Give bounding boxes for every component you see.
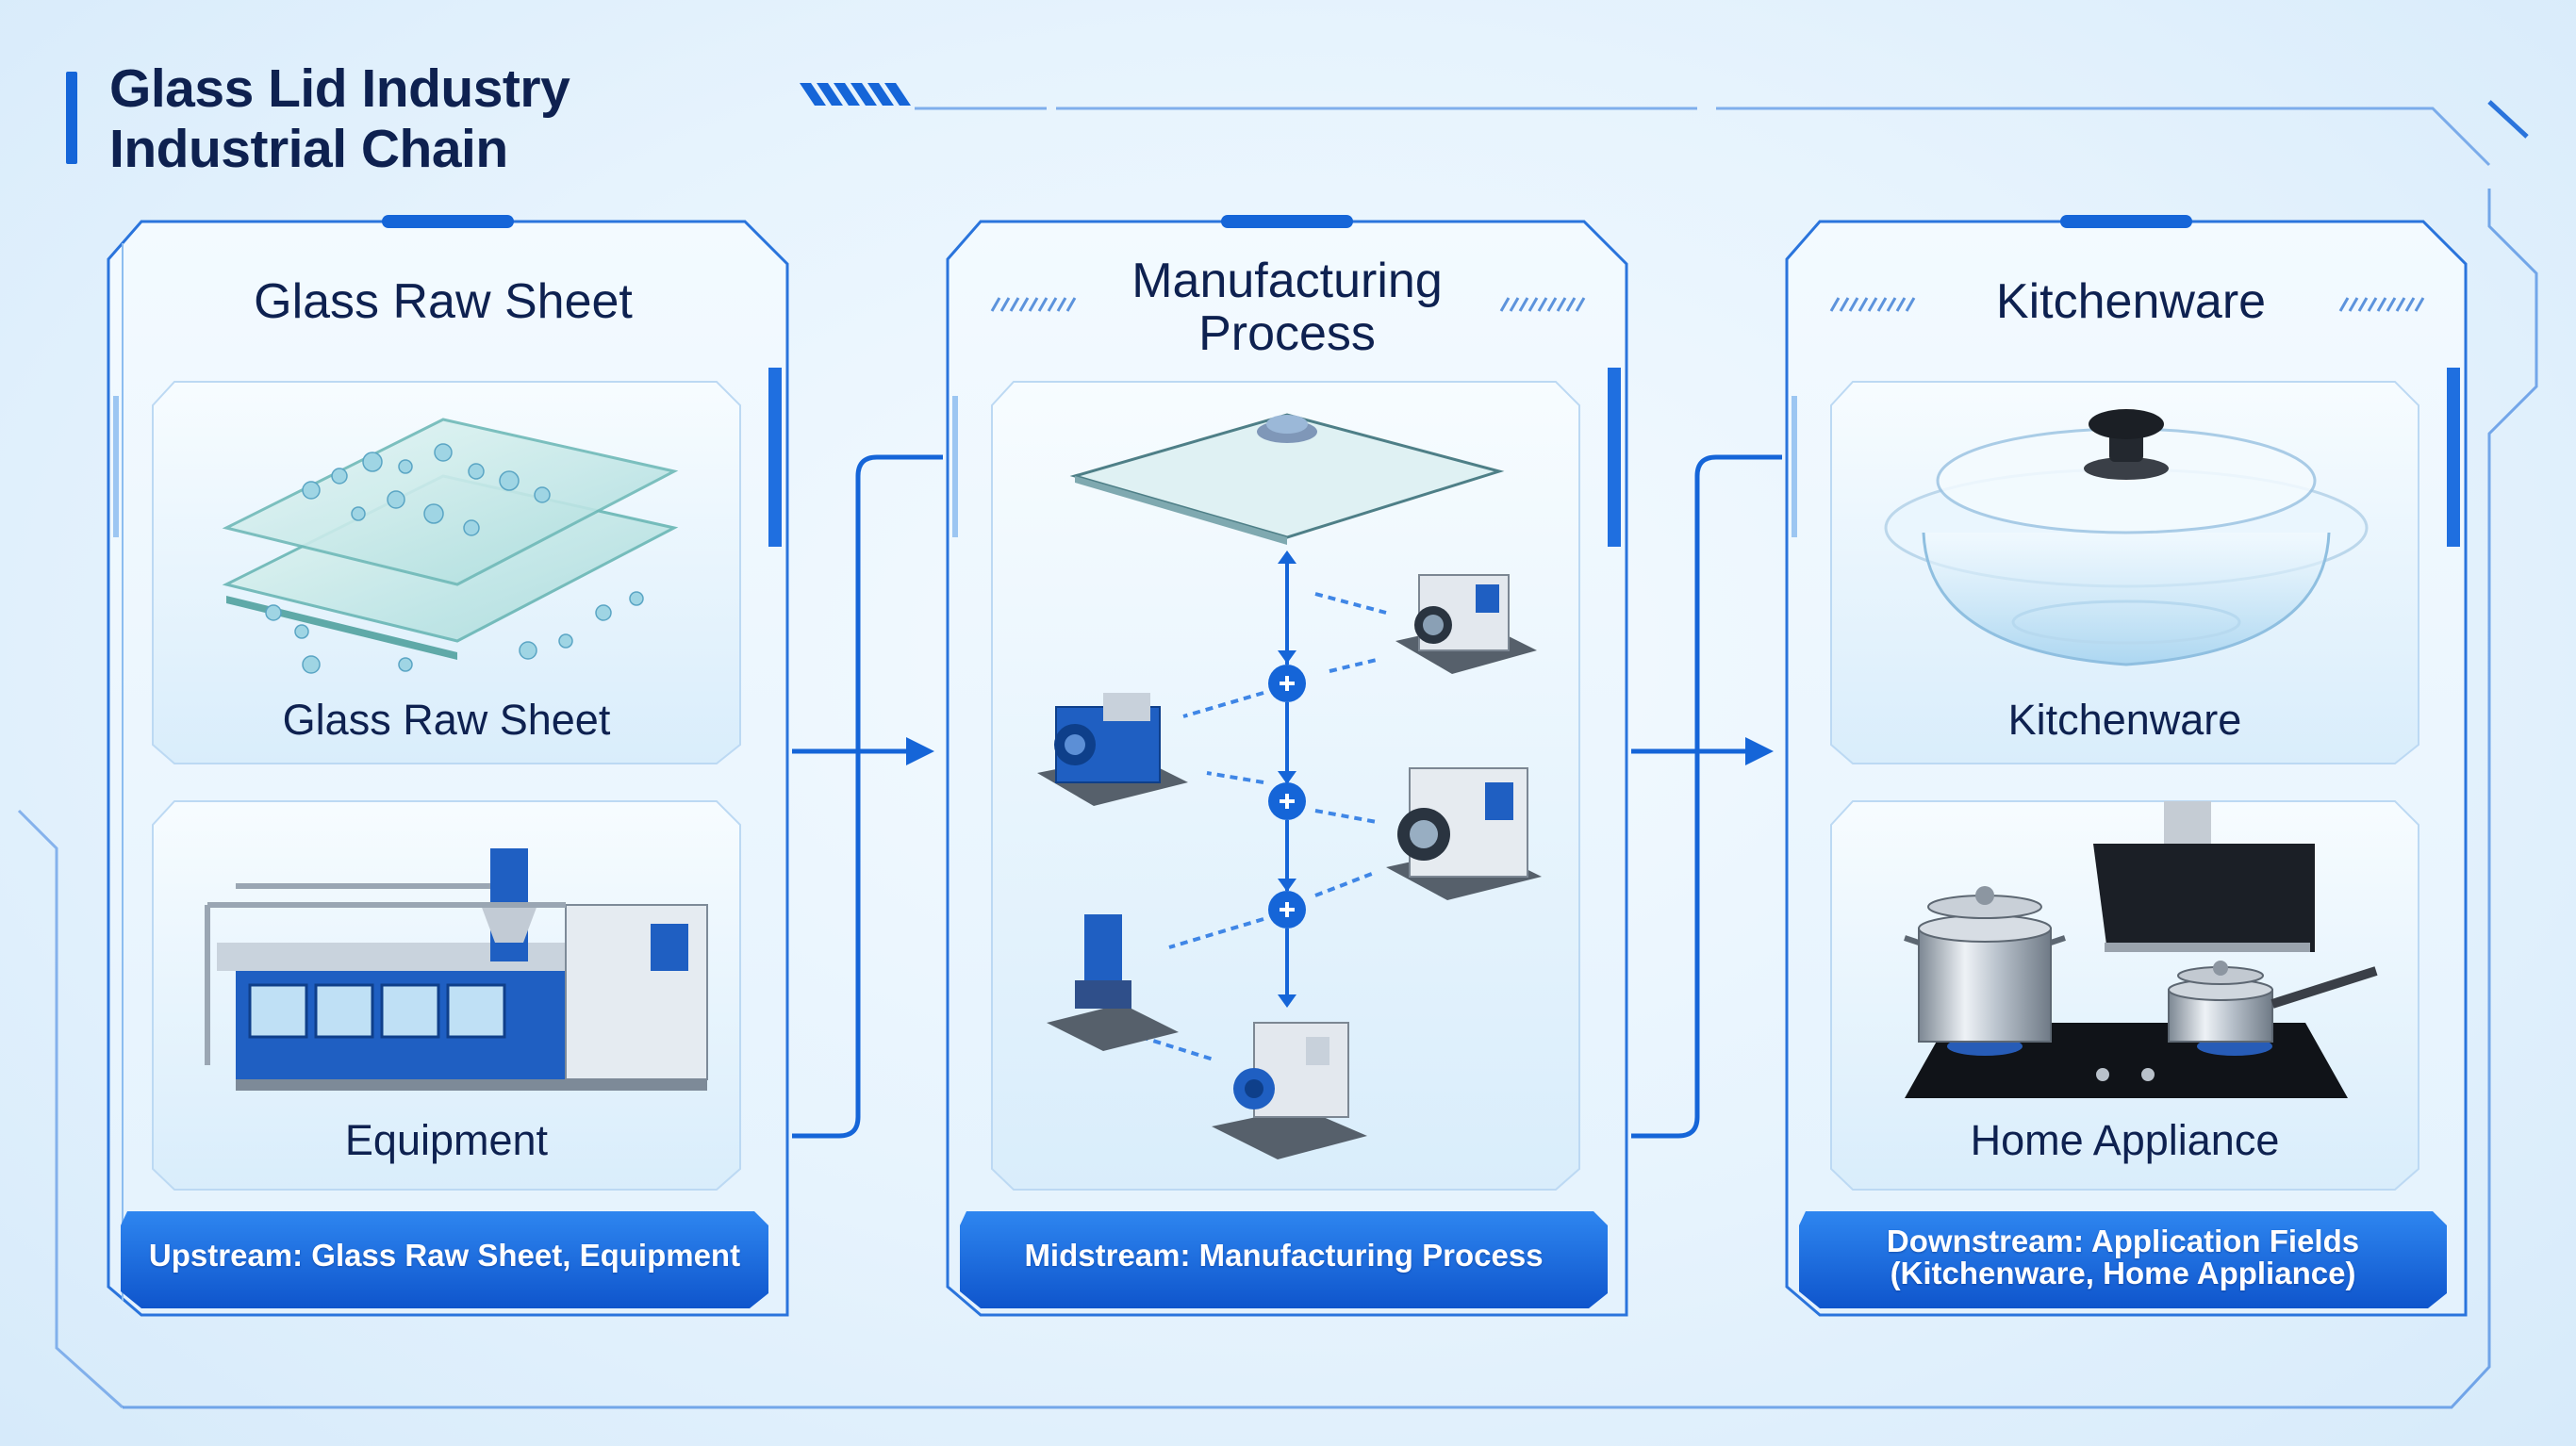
page-title-line2: Industrial Chain bbox=[109, 119, 508, 179]
midstream-header: Manufacturing Process bbox=[1028, 255, 1546, 360]
machine-icon bbox=[1047, 914, 1179, 1051]
midstream-header-line2: Process bbox=[1198, 306, 1376, 361]
machine-icon bbox=[1037, 693, 1188, 806]
card-label-equipment: Equipment bbox=[344, 1116, 549, 1164]
upstream-header: Glass Raw Sheet bbox=[254, 274, 633, 329]
midstream-header-line1: Manufacturing bbox=[1131, 254, 1443, 308]
page-title: Glass Lid Industry Industrial Chain bbox=[109, 58, 570, 179]
footer-label-upstream: Upstream: Glass Raw Sheet, Equipment bbox=[148, 1238, 741, 1273]
connector-midstream-to-downstream bbox=[1631, 454, 1782, 1139]
footer-label-midstream: Midstream: Manufacturing Process bbox=[1024, 1238, 1544, 1273]
machine-icon bbox=[1212, 1022, 1367, 1159]
plus-node-icon bbox=[1268, 665, 1306, 928]
manufacturing-flow-illustration bbox=[1037, 413, 1542, 1159]
footer-midstream bbox=[960, 1211, 1608, 1308]
footer-label-downstream: Downstream: Application Fields (Kitchenw… bbox=[1799, 1225, 2447, 1290]
footer-label-downstream-line1: Downstream: Application Fields bbox=[1886, 1224, 2360, 1258]
footer-downstream bbox=[1799, 1211, 2447, 1308]
glass-sheet-illustration bbox=[222, 418, 679, 674]
footer-upstream bbox=[121, 1211, 768, 1308]
machine-icon bbox=[1395, 574, 1537, 674]
page-title-line1: Glass Lid Industry bbox=[109, 58, 570, 119]
glass-casserole-illustration bbox=[1884, 409, 2369, 666]
stove-hood-illustration bbox=[1904, 801, 2378, 1098]
card-label-glass-raw-sheet: Glass Raw Sheet bbox=[282, 696, 611, 744]
title-accent-bar bbox=[66, 72, 77, 164]
header-hatches bbox=[990, 297, 2425, 312]
card-label-kitchenware: Kitchenware bbox=[2007, 696, 2242, 744]
footer-label-downstream-line2: (Kitchenware, Home Appliance) bbox=[1890, 1256, 2356, 1290]
card-label-home-appliance: Home Appliance bbox=[1970, 1116, 2280, 1164]
outer-frame bbox=[17, 100, 2538, 1409]
connector-upstream-to-midstream bbox=[792, 454, 943, 1139]
downstream-header: Kitchenware bbox=[1995, 274, 2267, 329]
machine-icon bbox=[1386, 767, 1542, 900]
hatch-stripes bbox=[800, 83, 911, 106]
production-line-illustration bbox=[205, 848, 708, 1091]
